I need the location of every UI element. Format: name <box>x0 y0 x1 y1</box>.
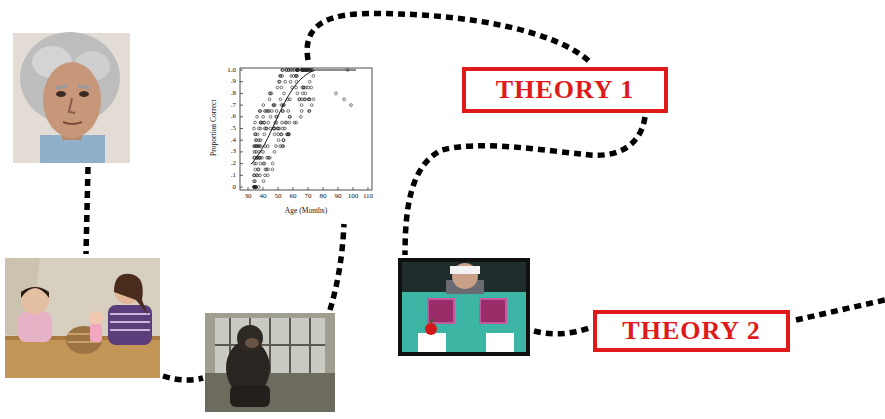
dotted-link <box>86 13 885 380</box>
axis-tick-label: 40 <box>260 193 267 200</box>
axis-title: Age (Months) <box>285 207 327 215</box>
dotted-link <box>163 376 203 380</box>
dotted-link <box>534 328 589 334</box>
axis-title: Proportion Correct <box>210 100 218 156</box>
axis-tick-label: 50 <box>275 193 282 200</box>
axis-tick-label: 0 <box>233 184 237 191</box>
theory-box: THEORY 1 <box>462 67 668 113</box>
axis-tick-label: 1.0 <box>227 67 236 74</box>
axis-tick-label: .7 <box>231 102 236 109</box>
screen-experiment-photo <box>398 258 530 356</box>
dotted-link <box>307 13 590 62</box>
theory-label: THEORY 1 <box>496 77 634 103</box>
axis-tick-label: .1 <box>231 172 236 179</box>
axis-tick-label: 110 <box>363 193 373 200</box>
axis-tick-label: .4 <box>231 137 236 144</box>
dotted-link <box>796 300 885 320</box>
axis-tick-label: .5 <box>231 125 236 132</box>
axis-tick-label: 60 <box>290 193 297 200</box>
axis-tick-label: 70 <box>305 193 312 200</box>
axis-tick-label: .2 <box>231 160 236 167</box>
axis-tick-label: .3 <box>231 148 236 155</box>
scatter-chart <box>205 62 377 220</box>
axis-tick-label: 90 <box>335 193 342 200</box>
portrait-photo <box>13 32 130 163</box>
dotted-link <box>405 117 645 255</box>
theory-label: THEORY 2 <box>622 318 760 344</box>
dotted-link <box>86 167 88 254</box>
theory-box: THEORY 2 <box>593 310 790 352</box>
dotted-link <box>330 224 344 310</box>
axis-tick-label: .9 <box>231 78 236 85</box>
axis-tick-label: 80 <box>320 193 327 200</box>
axis-tick-label: 30 <box>245 193 252 200</box>
axis-tick-label: .6 <box>231 113 236 120</box>
chimpanzee-photo <box>205 313 335 412</box>
child-test-photo <box>5 258 160 378</box>
axis-tick-label: 100 <box>348 193 359 200</box>
axis-tick-label: .8 <box>231 90 236 97</box>
